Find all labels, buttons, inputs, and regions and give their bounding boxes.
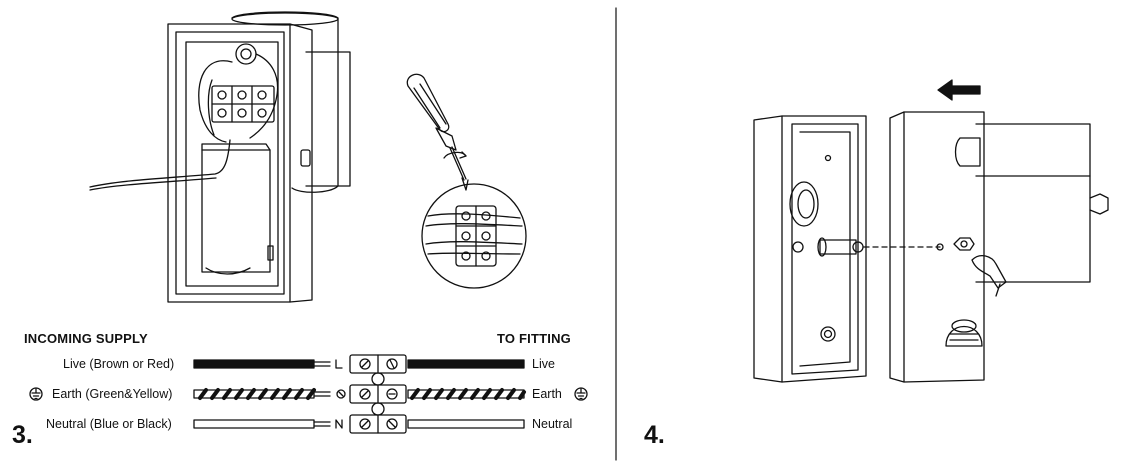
incoming-earth-label: Earth (Green&Yellow): [52, 387, 173, 401]
terminal-closeup: [421, 183, 527, 289]
to-fitting-header: TO FITTING: [497, 331, 571, 346]
fitting-live-label: Live: [532, 357, 555, 371]
incoming-neutral-wire: [193, 419, 315, 429]
connector-strip: [349, 354, 407, 434]
earth-ground-icon: [574, 387, 588, 401]
step-3-number: 3.: [12, 421, 33, 449]
incoming-neutral-label: Neutral (Blue or Black): [46, 417, 172, 431]
fitting-earth-label: Earth: [532, 387, 562, 401]
fitting-earth-wire: [407, 388, 526, 400]
screwdriver-icon: [406, 73, 469, 191]
incoming-supply-header: INCOMING SUPPLY: [24, 331, 148, 346]
step4-backbox: [753, 115, 941, 383]
arrow-left-icon: [937, 79, 981, 101]
incoming-earth-wire: [193, 388, 331, 400]
incoming-live-wire: [193, 359, 315, 369]
fitting-neutral-label: Neutral: [532, 417, 573, 431]
fitting-live-wire: [407, 359, 525, 369]
earth-ground-icon: [29, 387, 43, 401]
step3-fitting-illustration: [89, 11, 351, 303]
step4-fitting: [889, 111, 1109, 383]
fitting-neutral-wire: [407, 419, 525, 429]
step-4-number: 4.: [644, 421, 665, 449]
incoming-live-label: Live (Brown or Red): [63, 357, 175, 371]
wiring-chart: [193, 354, 526, 434]
